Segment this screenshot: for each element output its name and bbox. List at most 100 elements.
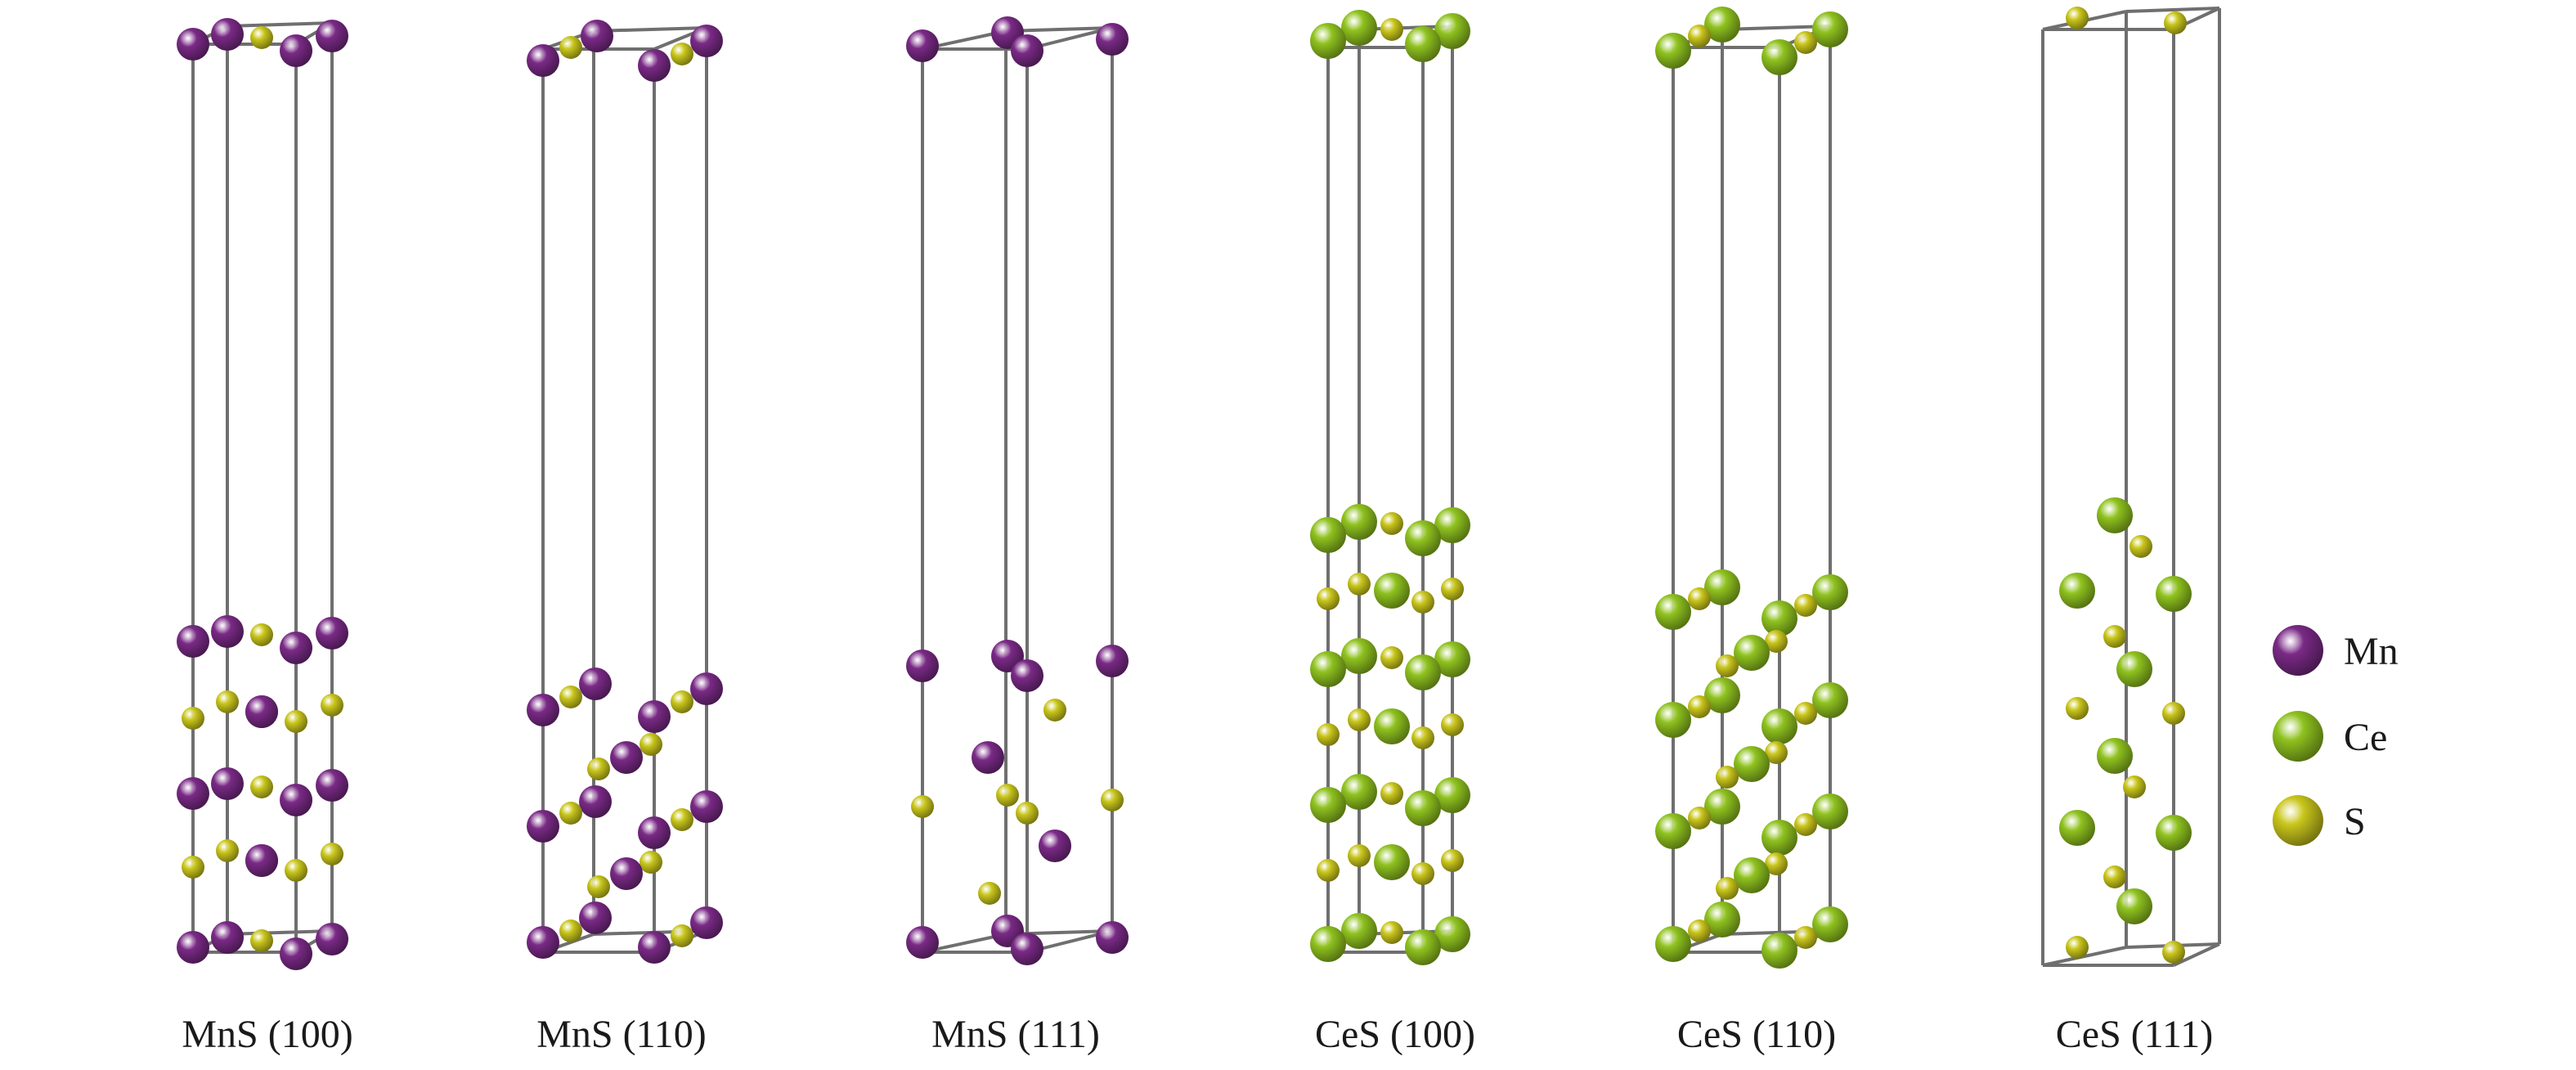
mn-atom [316, 20, 348, 52]
ce-atom [1655, 702, 1691, 738]
mn-atom [690, 25, 723, 57]
ce-atom [1761, 39, 1797, 75]
s-atom [182, 707, 204, 730]
s-atom [1765, 630, 1788, 653]
s-atom [2066, 697, 2089, 720]
s-atom [2129, 535, 2152, 558]
cell-edge [2042, 946, 2127, 967]
s-atom [1411, 862, 1434, 885]
s-atom [559, 802, 582, 825]
s-atom [1794, 926, 1817, 949]
mn-atom [906, 926, 939, 959]
s-atom [285, 859, 307, 882]
atom-layer [1655, 7, 1848, 969]
ce-atom [1434, 777, 1470, 813]
mn-atom [527, 926, 559, 959]
ce-atom [1734, 635, 1770, 671]
s-atom [559, 686, 582, 708]
ce-atom [1341, 504, 1377, 540]
ce-atom [1405, 929, 1441, 965]
s-atom [1688, 587, 1711, 610]
mn-atom [579, 785, 612, 818]
ce-atom [1341, 638, 1377, 674]
s-atom [1794, 594, 1817, 617]
atom-layer [527, 20, 723, 964]
s-atom [321, 843, 343, 865]
ce-atom [1310, 651, 1346, 687]
mn-atom [638, 700, 671, 733]
ce-atom [1310, 787, 1346, 823]
ce-atom [2156, 815, 2192, 851]
ce-atom [2116, 651, 2152, 687]
s-atom [1688, 25, 1711, 47]
ce-atom [1704, 677, 1740, 713]
unit-cell-frame [191, 21, 334, 954]
cell-edge [2125, 7, 2220, 13]
mn-atom [280, 784, 312, 816]
ce-atom [1405, 790, 1441, 826]
ce-atom [1434, 13, 1470, 49]
s-atom [671, 924, 693, 947]
ce-atom [1761, 933, 1797, 969]
mn-atom [280, 632, 312, 664]
s-atom [1380, 18, 1403, 41]
s-atom [216, 839, 239, 862]
s-atom [250, 929, 273, 952]
s-atom [911, 795, 934, 818]
panel-mns-111: MnS (111) [906, 16, 1129, 1056]
mn-atom [638, 816, 671, 849]
ce-atom [1704, 789, 1740, 825]
mn-atom [1096, 645, 1129, 677]
mn-atom [1039, 829, 1071, 862]
mn-atom [527, 810, 559, 843]
panel-caption: MnS (111) [931, 1013, 1100, 1056]
ce-atom [1434, 641, 1470, 677]
mn-atom [211, 615, 244, 648]
s-atom [1688, 919, 1711, 942]
s-atom [1348, 573, 1371, 596]
cell-edge [1721, 25, 1831, 31]
s-atom [1765, 852, 1788, 875]
panel-mns-100: MnS (100) [177, 18, 353, 1056]
mn-atom [690, 790, 723, 823]
ce-atom [1341, 10, 1377, 46]
s-atom [321, 694, 343, 717]
s-atom [2162, 702, 2185, 725]
ce-atom [1310, 517, 1346, 553]
s-atom [640, 733, 662, 756]
mn-atom [211, 921, 244, 954]
s-atom [1716, 877, 1739, 900]
s-atom [978, 882, 1001, 905]
mn-atom [1011, 34, 1043, 67]
s-atom [587, 758, 610, 780]
ce-atom [1310, 23, 1346, 59]
s-atom [1688, 807, 1711, 829]
ce-atom [1761, 600, 1797, 636]
ce-atom [1812, 794, 1848, 829]
panel-caption: CeS (100) [1315, 1013, 1475, 1056]
s-atom [1043, 699, 1066, 722]
panel-caption: CeS (110) [1677, 1013, 1836, 1056]
mn-atom [177, 931, 209, 964]
s-atom [1441, 713, 1464, 736]
ce-atom [1812, 11, 1848, 47]
panel-mns-110: MnS (110) [527, 20, 723, 1056]
s-atom [1317, 859, 1340, 882]
s-atom [1380, 782, 1403, 805]
mn-atom [1096, 921, 1129, 954]
s-atom [1348, 844, 1371, 867]
cell-edge [593, 26, 707, 33]
s-atom [671, 43, 693, 65]
s-atom-swatch [2273, 795, 2323, 846]
ce-atom [2097, 497, 2133, 533]
mn-atom [638, 49, 671, 82]
mn-atom [177, 625, 209, 658]
legend-item-s: S [2273, 795, 2366, 846]
unit-cell-frame [541, 26, 708, 954]
s-atom [1411, 726, 1434, 749]
ce-atom [1761, 708, 1797, 744]
s-atom [285, 710, 307, 733]
s-atom [182, 856, 204, 879]
s-atom [1380, 512, 1403, 535]
s-atom [671, 690, 693, 713]
